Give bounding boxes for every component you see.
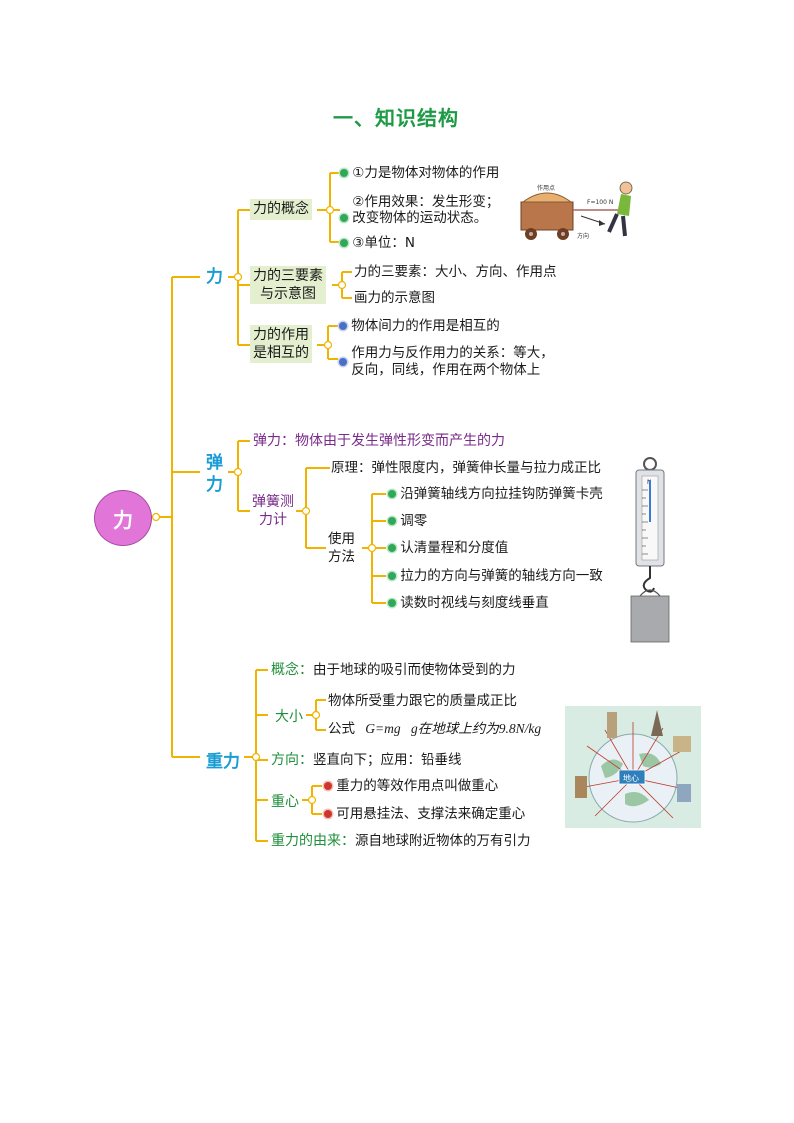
three-elements-item-1: 力的三要素：大小、方向、作用点 xyxy=(354,264,557,280)
figure-point-label: 作用点 xyxy=(537,184,555,192)
bullet-icon xyxy=(340,169,348,177)
bullet-icon xyxy=(388,517,396,525)
bullet-icon xyxy=(340,214,348,222)
elastic-definition: 弹力：物体由于发生弹性形变而产生的力 xyxy=(253,432,505,450)
elastic-label-1: 弹 xyxy=(206,453,223,473)
spring-meter-label: 弹簧测 力计 xyxy=(252,493,294,529)
gravity-origin-key: 重力的由来： xyxy=(271,833,355,849)
concept-item-1: ①力是物体对物体的作用 xyxy=(340,164,499,182)
gravity-origin: 重力的由来：源自地球附近物体的万有引力 xyxy=(271,832,531,850)
gravity-origin-text: 源自地球附近物体的万有引力 xyxy=(355,833,531,849)
mutual-label-2: 是相互的 xyxy=(253,345,309,361)
bullet-icon xyxy=(388,490,396,498)
force-concept-box: 力的概念 xyxy=(250,199,312,220)
concept-item-2b: 改变物体的运动状态。 xyxy=(340,209,487,227)
spring-scale-figure: N xyxy=(630,457,670,643)
gravity-size-label: 大小 xyxy=(275,709,303,725)
usage-item-text: 读数时视线与刻度线垂直 xyxy=(400,595,549,611)
branch-gravity-label: 重力 xyxy=(206,752,240,772)
bullet-icon xyxy=(324,810,332,818)
usage-label-1: 使用 xyxy=(328,531,355,547)
three-elements-box: 力的三要素 与示意图 xyxy=(250,266,326,304)
spring-meter-label-2: 力计 xyxy=(259,512,287,528)
mutual-item-text: 作用力与反作用力的关系：等大， xyxy=(351,345,554,361)
bullet-icon xyxy=(388,544,396,552)
root-node: 力 xyxy=(94,490,152,546)
elastic-label-2: 力 xyxy=(206,475,223,495)
gravity-direction: 方向：竖直向下；应用：铅垂线 xyxy=(271,751,462,769)
three-elements-item-2: 画力的示意图 xyxy=(354,290,435,306)
three-elements-label-2: 与示意图 xyxy=(260,286,316,302)
gravity-center-text: 可用悬挂法、支撑法来确定重心 xyxy=(336,806,526,822)
concept-item-text: 改变物体的运动状态。 xyxy=(352,210,488,226)
usage-item-text: 认清量程和分度值 xyxy=(400,540,509,556)
usage-item-2: 调零 xyxy=(388,512,427,530)
mutual-item-text: 物体间力的作用是相互的 xyxy=(351,318,500,334)
page-title: 一、知识结构 xyxy=(333,106,459,130)
usage-label: 使用 方法 xyxy=(328,530,355,566)
formula-text: G=mg xyxy=(365,721,401,736)
gravity-concept: 概念：由于地球的吸引而使物体受到的力 xyxy=(271,661,516,679)
figure-direction-label: 方向 xyxy=(577,232,589,240)
formula-suffix: g在地球上约为9.8N/kg xyxy=(410,721,542,736)
mutual-box: 力的作用 是相互的 xyxy=(250,325,312,363)
formula-prefix: 公式 xyxy=(328,721,355,737)
bullet-icon xyxy=(340,239,348,247)
mutual-item-3: 反向，同线，作用在两个物体上 xyxy=(339,358,541,379)
gravity-center-item-2: 可用悬挂法、支撑法来确定重心 xyxy=(324,805,525,823)
concept-item-text: ①力是物体对物体的作用 xyxy=(352,165,500,181)
pulling-cart-figure: 作用点 F=100 N 方向 xyxy=(520,181,633,240)
mutual-item-text: 反向，同线，作用在两个物体上 xyxy=(351,362,541,378)
bullet-icon xyxy=(324,782,332,790)
usage-item-5: 读数时视线与刻度线垂直 xyxy=(388,594,549,612)
gravity-concept-text: 由于地球的吸引而使物体受到的力 xyxy=(313,662,516,678)
branch-elastic-label: 弹 力 xyxy=(206,452,223,496)
bullet-icon xyxy=(339,358,347,366)
usage-item-1: 沿弹簧轴线方向拉挂钩防弹簧卡壳 xyxy=(388,485,603,503)
usage-item-3: 认清量程和分度值 xyxy=(388,539,508,557)
usage-item-text: 调零 xyxy=(400,513,428,529)
gravity-center-text: 重力的等效作用点叫做重心 xyxy=(336,778,499,794)
bullet-icon xyxy=(339,322,347,330)
mutual-item-1: 物体间力的作用是相互的 xyxy=(339,317,500,335)
bullet-icon xyxy=(388,599,396,607)
earth-center-label: 地心 xyxy=(623,773,639,783)
usage-item-text: 沿弹簧轴线方向拉挂钩防弹簧卡壳 xyxy=(400,486,603,502)
spring-principle: 原理：弹性限度内，弹簧伸长量与拉力成正比 xyxy=(331,460,601,476)
usage-label-2: 方法 xyxy=(328,549,355,565)
gravity-direction-text: 竖直向下；应用：铅垂线 xyxy=(313,752,462,768)
concept-item-text: ②作用效果：发生形变； xyxy=(352,194,500,210)
concept-item-3: ③单位：N xyxy=(340,234,415,252)
gravity-formula: 公式 G=mg g在地球上约为9.8N/kg xyxy=(328,720,541,738)
root-label: 力 xyxy=(113,507,133,532)
usage-item-text: 拉力的方向与弹簧的轴线方向一致 xyxy=(400,568,603,584)
bullet-icon xyxy=(388,572,396,580)
gravity-size-item-1: 物体所受重力跟它的质量成正比 xyxy=(328,693,517,709)
three-elements-label-1: 力的三要素 xyxy=(253,268,323,284)
concept-item-2: ②作用效果：发生形变； xyxy=(340,193,499,211)
gravity-center-label: 重心 xyxy=(271,794,299,810)
earth-center-figure: 地心 xyxy=(565,706,701,828)
concept-item-text: ③单位：N xyxy=(352,235,415,251)
gravity-direction-key: 方向： xyxy=(271,752,313,768)
gravity-concept-key: 概念： xyxy=(271,662,313,678)
elastic-definition-text: 弹力：物体由于发生弹性形变而产生的力 xyxy=(253,433,505,449)
spring-meter-label-1: 弹簧测 xyxy=(252,494,294,510)
branch-force-label: 力 xyxy=(206,267,223,287)
figure-force-label: F=100 N xyxy=(587,199,613,206)
mutual-item-2: 作用力与反作用力的关系：等大， xyxy=(339,344,554,362)
mutual-label-1: 力的作用 xyxy=(253,327,309,343)
usage-item-4: 拉力的方向与弹簧的轴线方向一致 xyxy=(388,567,603,585)
gravity-center-item-1: 重力的等效作用点叫做重心 xyxy=(324,777,498,795)
